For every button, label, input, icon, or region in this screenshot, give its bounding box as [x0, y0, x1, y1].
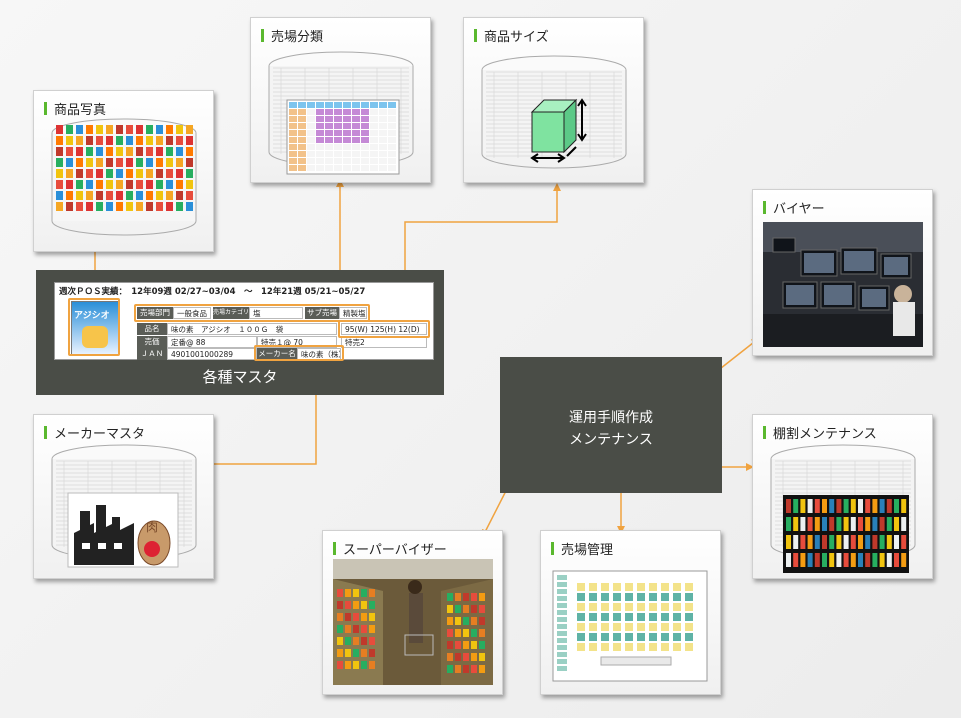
product-photo-title: 商品写真 [44, 99, 106, 118]
category-cylinder [268, 51, 414, 175]
product-image: アジシオ [71, 301, 119, 355]
price-value: 定番@ 88 [167, 336, 257, 348]
svg-text:肉: 肉 [146, 520, 158, 534]
size-value: 95(W) 125(H) 12(D) [341, 323, 427, 335]
jan-value: 4901001000289 [167, 348, 257, 360]
buyer-photo [763, 222, 923, 347]
maker-header: メーカー名 [257, 348, 297, 360]
buyer-card: バイヤー [752, 189, 933, 356]
card-title-text: メーカーマスタ [54, 427, 146, 442]
pos-title: 週次ＰＯＳ実績： 12年09週 02/27~03/04 〜 12年21週 05/… [59, 287, 366, 297]
title-bar [261, 29, 264, 42]
card-title-text: スーパーバイザー [343, 543, 447, 558]
highlight-product-image [68, 298, 120, 356]
product-size-cylinder [481, 55, 627, 169]
maker-master-cylinder: 肉 [51, 444, 197, 568]
floor-plan-image [552, 570, 708, 682]
title-bar [474, 29, 477, 42]
operations-line2: メンテナンス [569, 432, 653, 448]
card-title-text: 売場分類 [271, 30, 324, 45]
factory-icon: 肉 [67, 492, 179, 568]
category-card: 売場分類 [250, 17, 431, 183]
shelf-photo [783, 495, 909, 573]
category-header: 売場カテゴリ [213, 307, 249, 319]
arrow-to-buyer [715, 337, 760, 373]
highlight-size [338, 320, 430, 338]
master-panel: 週次ＰＯＳ実績： 12年09週 02/27~03/04 〜 12年21週 05/… [36, 270, 444, 395]
card-title-text: 商品サイズ [484, 30, 549, 45]
card-title-text: 売場管理 [561, 543, 614, 558]
dept-value: 一般食品 [173, 307, 211, 319]
price-header: 売価 [137, 336, 167, 348]
supervisor-card: スーパーバイザー [322, 530, 503, 695]
category-title: 売場分類 [261, 26, 323, 45]
shelf-maintenance-card: 棚割メンテナンス [752, 414, 933, 579]
maker-master-card: メーカーマスタ 肉 [33, 414, 214, 579]
sub-category-value: 精製塩 [339, 307, 367, 319]
floor-management-title: 売場管理 [551, 539, 613, 558]
category-value: 塩 [249, 307, 303, 319]
name-value: 味の素 アジシオ １００Ｇ 袋 [167, 323, 337, 335]
name-header: 品名 [137, 323, 167, 335]
floor-management-card: 売場管理 [540, 530, 721, 695]
category-table-image [286, 99, 400, 175]
product-photo-cylinder [51, 118, 197, 236]
highlight-maker [254, 345, 344, 361]
title-bar [44, 102, 47, 115]
product-size-card: 商品サイズ [463, 17, 644, 183]
highlight-category-row [134, 304, 370, 322]
title-bar [44, 426, 47, 439]
product-photo-card: 商品写真 [33, 90, 214, 252]
jan-header: ＪＡＮ [137, 348, 167, 360]
pos-record-panel: 週次ＰＯＳ実績： 12年09週 02/27~03/04 〜 12年21週 05/… [54, 282, 434, 361]
supervisor-photo [333, 559, 493, 685]
operations-line1: 運用手順作成 [569, 410, 653, 426]
operations-box: 運用手順作成 メンテナンス [500, 357, 722, 493]
shelf-maintenance-title: 棚割メンテナンス [763, 423, 877, 442]
card-title-text: 棚割メンテナンス [773, 427, 877, 442]
title-bar [763, 426, 766, 439]
maker-master-title: メーカーマスタ [44, 423, 145, 442]
master-label: 各種マスタ [202, 368, 278, 386]
size-cube-icon [530, 98, 587, 163]
product-size-title: 商品サイズ [474, 26, 549, 45]
product-image-text: アジシオ [74, 311, 110, 321]
title-bar [551, 542, 554, 555]
product-image-figure [82, 326, 108, 348]
card-title-text: バイヤー [773, 202, 825, 217]
dept-header: 売場部門 [137, 307, 173, 319]
card-title-text: 商品写真 [54, 103, 107, 118]
title-bar [333, 542, 336, 555]
title-bar [763, 201, 766, 214]
shelf-cylinder [770, 444, 916, 573]
buyer-title: バイヤー [763, 198, 825, 217]
sub-category-header: サブ売場 [305, 307, 339, 319]
supervisor-title: スーパーバイザー [333, 539, 447, 558]
